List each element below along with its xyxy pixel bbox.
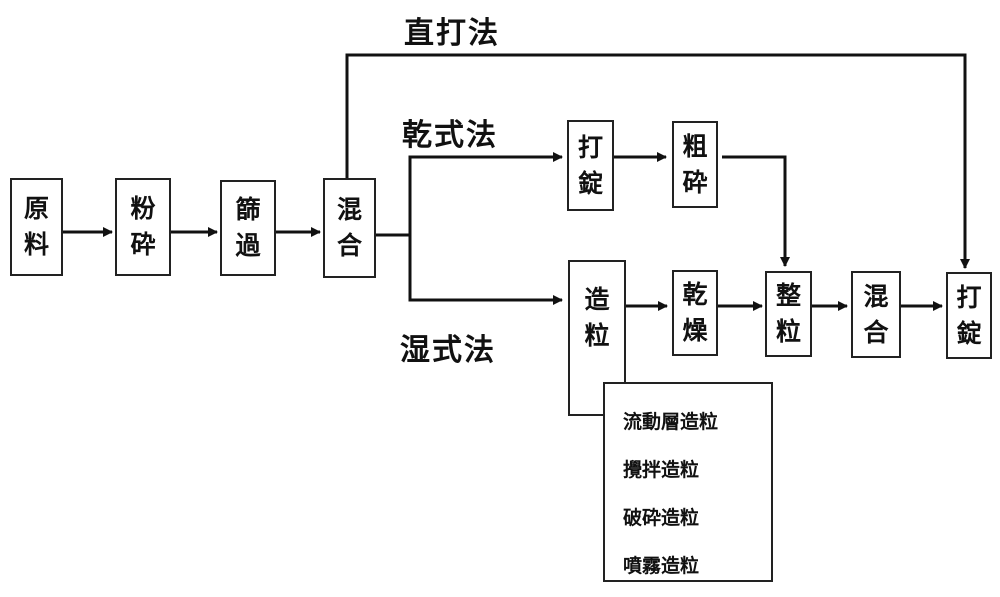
step-char: 乾 bbox=[682, 280, 708, 309]
step-crushing: 粉砕 bbox=[115, 178, 171, 276]
step-char: 整 bbox=[775, 281, 801, 310]
step-char: 料 bbox=[23, 230, 49, 259]
step-char: 打 bbox=[956, 282, 982, 312]
label-wet-method: 湿式法 bbox=[400, 333, 496, 368]
step-char: 造 bbox=[584, 285, 610, 314]
step-char: 過 bbox=[235, 231, 261, 260]
step-char: 粒 bbox=[775, 317, 801, 346]
step-tableting: 打錠 bbox=[946, 272, 992, 359]
step-char: 合 bbox=[336, 231, 362, 260]
step-char: 粗 bbox=[682, 131, 708, 161]
step-char: 砕 bbox=[682, 167, 708, 197]
step-char: 混 bbox=[336, 195, 362, 224]
step-char: 錠 bbox=[577, 168, 603, 198]
granulation-method: 噴霧造粒 bbox=[623, 555, 700, 577]
label-direct-method: 直打法 bbox=[404, 16, 500, 51]
step-mixing-1: 混合 bbox=[323, 178, 376, 278]
step-char: 原 bbox=[23, 194, 49, 223]
step-sizing: 整粒 bbox=[765, 271, 812, 357]
step-char: 合 bbox=[863, 317, 889, 347]
path-direct bbox=[345, 53, 970, 269]
step-slugging: 打錠 bbox=[567, 120, 614, 211]
step-drying: 乾燥 bbox=[672, 270, 718, 356]
step-mixing-2: 混合 bbox=[851, 271, 901, 358]
granulation-method: 破砕造粒 bbox=[623, 507, 700, 529]
step-granulation: 造粒 bbox=[568, 260, 626, 416]
path-dry bbox=[375, 152, 563, 237]
step-char: 錠 bbox=[956, 318, 982, 348]
arrow-coarse-sizing bbox=[722, 155, 790, 267]
step-char: 燥 bbox=[682, 316, 708, 345]
step-coarse-crushing: 粗砕 bbox=[672, 121, 718, 208]
granulation-method: 流動層造粒 bbox=[623, 411, 719, 433]
step-char: 粉 bbox=[130, 194, 156, 223]
step-char: 篩 bbox=[235, 195, 261, 224]
granulation-methods-list: 流動層造粒 攪拌造粒 破砕造粒 噴霧造粒 bbox=[603, 382, 773, 582]
path-wet bbox=[408, 235, 563, 305]
step-char: 砕 bbox=[130, 230, 156, 259]
step-char: 粒 bbox=[584, 321, 610, 350]
step-char: 打 bbox=[577, 132, 603, 162]
granulation-method: 攪拌造粒 bbox=[623, 459, 700, 481]
step-char: 混 bbox=[863, 281, 889, 311]
step-raw-material: 原料 bbox=[10, 178, 63, 276]
label-dry-method: 乾式法 bbox=[402, 118, 498, 153]
step-sieving: 篩過 bbox=[220, 180, 276, 276]
